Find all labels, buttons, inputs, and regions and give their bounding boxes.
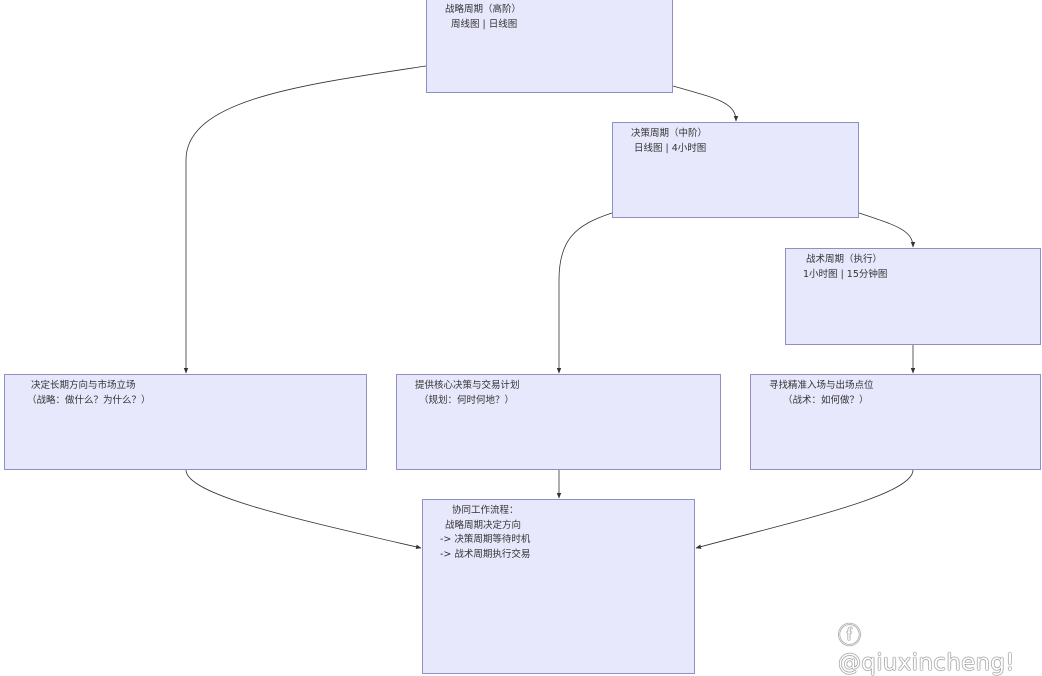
watermark-logo-icon: ⓕ: [838, 623, 862, 649]
node-decision-cycle: 决策周期（中阶） 日线图 | 4小时图: [612, 122, 859, 218]
node-decision-timeframes: 日线图 | 4小时图: [634, 142, 707, 154]
edge-strategic-to-long-term: [183, 65, 427, 374]
node-entry-exit-title: 寻找精准入场与出场点位: [769, 380, 874, 391]
edge-decision-to-core-plan: [556, 212, 613, 374]
node-decision-title: 决策周期（中阶）: [631, 128, 708, 139]
node-workflow-step-1: 战略周期决定方向: [445, 519, 522, 531]
node-tactical-cycle: 战术周期（执行） 1小时图 | 15分钟图: [785, 248, 1041, 345]
node-long-term-note: （战略：做什么？为什么？）: [27, 394, 151, 406]
node-entry-exit-points: 寻找精准入场与出场点位 （战术：如何做？）: [750, 374, 1041, 470]
node-entry-exit-note: （战术：如何做？）: [783, 394, 869, 406]
edge-entry-exit-to-workflow: [695, 469, 914, 549]
node-core-plan-note: （规划：何时何地？）: [419, 394, 515, 406]
edge-long-term-to-workflow: [185, 469, 422, 550]
node-strategic-title: 战略周期（高阶）: [445, 4, 522, 15]
watermark-text: @qiuxincheng!: [838, 650, 1015, 676]
node-tactical-timeframes: 1小时图 | 15分钟图: [803, 268, 888, 280]
node-core-plan-title: 提供核心决策与交易计划: [415, 380, 520, 391]
node-workflow-step-2: -> 决策周期等待时机: [440, 534, 531, 545]
node-workflow-step-3: -> 战术周期执行交易: [440, 548, 531, 560]
node-workflow-title: 协同工作流程：: [452, 505, 519, 516]
node-strategic-cycle: 战略周期（高阶） 周线图 | 日线图: [426, 0, 673, 93]
watermark: ⓕ @qiuxincheng!: [838, 616, 1042, 676]
node-core-decision-plan: 提供核心决策与交易计划 （规划：何时何地？）: [396, 374, 721, 470]
node-tactical-title: 战术周期（执行）: [806, 254, 883, 265]
node-long-term-direction: 决定长期方向与市场立场 （战略：做什么？为什么？）: [4, 374, 367, 470]
edge-strategic-to-decision: [672, 85, 739, 122]
node-collaborative-workflow: 协同工作流程： 战略周期决定方向 -> 决策周期等待时机 -> 战术周期执行交易: [422, 499, 695, 674]
edge-decision-to-tactical: [858, 212, 916, 248]
node-long-term-title: 决定长期方向与市场立场: [31, 380, 136, 391]
node-strategic-timeframes: 周线图 | 日线图: [451, 18, 518, 30]
